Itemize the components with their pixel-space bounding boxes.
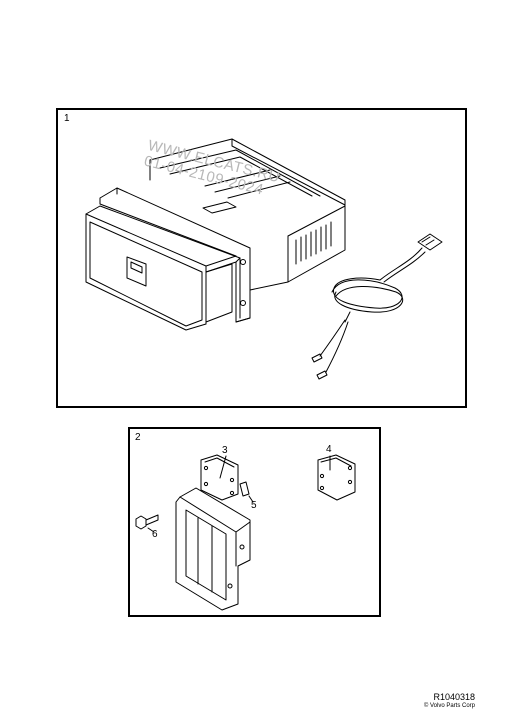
clip-nut-5-drawing [239,481,250,497]
wiring-harness-drawing [311,233,443,380]
mounting-bracket-drawing [175,487,251,611]
copyright-notice: © Volvo Parts Corp [423,703,475,709]
callout-4: 4 [326,444,332,455]
storage-compartment-drawing [85,138,346,331]
callout-leader-lines [147,455,331,533]
bracket-plate-4-drawing [317,454,356,501]
callout-3: 3 [222,445,228,456]
callout-5: 5 [251,500,257,511]
callout-6: 6 [152,529,158,540]
bracket-plate-3-drawing [200,454,239,501]
drawing-reference: R1040318 [433,692,475,702]
screw-6-drawing [135,514,159,530]
panel-number: 2 [135,432,141,443]
panel-number: 1 [64,113,70,124]
